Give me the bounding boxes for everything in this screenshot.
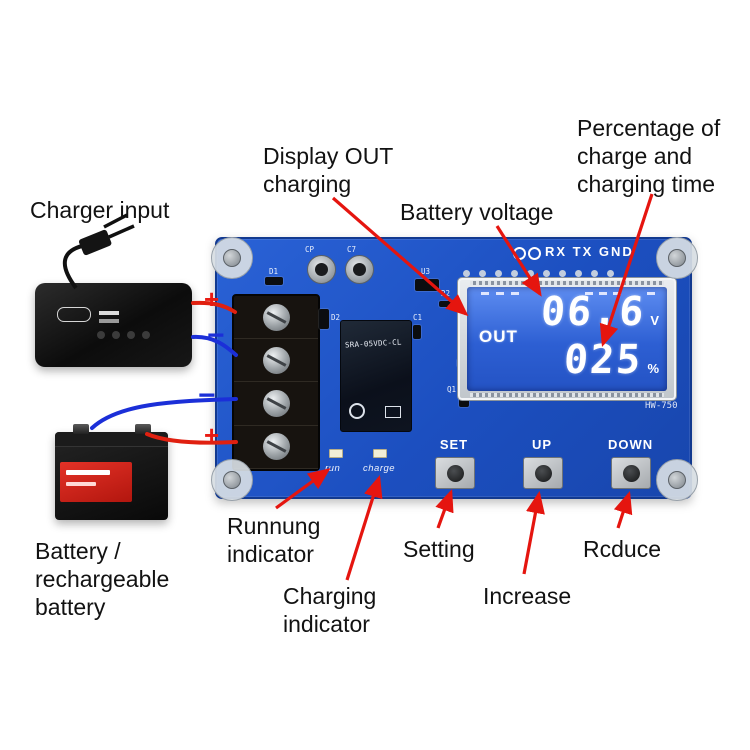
label-increase: Increase — [483, 583, 572, 609]
up-button — [523, 457, 563, 489]
lcd-out-indicator: OUT — [479, 327, 518, 346]
label-reduce: Rcduce — [583, 536, 661, 562]
label-running-indicator: Runnung indicator — [227, 513, 321, 568]
pcb-board: RX TX GND SRA-05VDC-CL D1 CP C7 U3 D2 C1… — [211, 237, 698, 501]
polarity-in-minus: − — [207, 319, 225, 352]
transistor-q1 — [459, 395, 469, 407]
screw-terminal-block — [232, 294, 320, 471]
board-model-silk: HW-750 — [645, 401, 678, 411]
silk-charge-label: charge — [363, 463, 396, 474]
label-percentage: Percentage of charge and charging time — [577, 115, 721, 198]
label-charger-input: Charger input — [30, 197, 170, 223]
lcd-voltage-value: 06.6 — [539, 289, 647, 335]
lcd-voltage-row: 06.6 V — [539, 289, 659, 335]
terminal-in-minus — [234, 339, 318, 383]
header-circle-icon — [513, 247, 526, 260]
lcd-voltage-unit: V — [650, 313, 659, 328]
lcd-status-icons — [481, 292, 489, 295]
ic-u3 — [415, 279, 439, 291]
polarity-out-plus: + — [204, 420, 220, 450]
label-battery: Battery / rechargeable battery — [35, 538, 170, 621]
silk-ref: C1 — [413, 313, 423, 322]
terminal-screw — [262, 389, 290, 417]
charger-adapter — [35, 283, 192, 367]
standoff-bottom-left — [211, 459, 253, 501]
silk-ref: Q1 — [447, 385, 457, 394]
down-button-silk: DOWN — [608, 437, 654, 452]
terminal-screw — [262, 433, 290, 461]
battery — [55, 424, 168, 520]
terminal-out-minus — [234, 382, 318, 426]
arrow-increase — [522, 490, 545, 575]
arrow-reduce — [613, 490, 633, 529]
set-button-silk: SET — [439, 437, 469, 452]
silk-ref: D1 — [269, 267, 279, 276]
label-battery-voltage: Battery voltage — [400, 199, 554, 225]
silk-ref: D2 — [331, 313, 341, 322]
terminal-in-plus — [234, 296, 318, 340]
lcd-percent-value: 025 — [562, 337, 645, 383]
electrolytic-capacitor — [345, 255, 374, 284]
silk-ref: R2 — [441, 289, 451, 298]
running-led — [329, 449, 343, 458]
header-silk-text: RX TX GND — [545, 244, 634, 259]
battery-sticker — [60, 462, 132, 502]
polarity-out-minus: − — [198, 379, 216, 412]
plug-prong — [108, 224, 135, 239]
smd-component — [439, 301, 451, 307]
silk-ref: CP — [305, 245, 315, 254]
power-plug — [79, 229, 112, 256]
standoff-bottom-right — [656, 459, 698, 501]
charger-vents — [97, 331, 105, 339]
solder-pad-row — [463, 270, 470, 277]
standoff-top-right — [656, 237, 698, 279]
terminal-screw — [262, 346, 290, 374]
label-charging-indicator: Charging indicator — [283, 583, 377, 638]
charging-led — [373, 449, 387, 458]
lcd-screen: OUT 06.6 V 025 % — [467, 287, 667, 391]
lcd-connector-strip — [470, 281, 664, 285]
polarity-in-plus: + — [204, 284, 220, 314]
diode-d2 — [319, 309, 329, 329]
battery-top — [55, 432, 168, 447]
set-button — [435, 457, 475, 489]
charger-logo — [57, 307, 91, 322]
silk-ref: U3 — [421, 267, 431, 276]
electrolytic-capacitor — [307, 255, 336, 284]
charger-markings — [99, 311, 119, 315]
label-setting: Setting — [403, 536, 475, 562]
relay-part-number: SRA-05VDC-CL — [344, 337, 402, 350]
relay: SRA-05VDC-CL — [340, 320, 412, 432]
up-button-silk: UP — [531, 437, 553, 452]
terminal-screw — [262, 303, 290, 331]
battery-post-negative — [73, 424, 89, 434]
terminal-out-plus — [234, 426, 318, 469]
standoff-top-left — [211, 237, 253, 279]
lcd-percent-unit: % — [647, 361, 659, 376]
lcd-percent-row: 025 % — [562, 337, 659, 383]
smd-component — [413, 325, 421, 339]
silk-run-label: run — [325, 463, 341, 474]
down-button — [611, 457, 651, 489]
battery-post-positive — [135, 424, 151, 434]
label-display-out: Display OUT charging — [263, 143, 394, 198]
lcd-connector-strip — [470, 393, 664, 397]
power-cord — [62, 243, 87, 290]
lcd-module: OUT 06.6 V 025 % — [457, 277, 677, 401]
diode-d1 — [265, 277, 283, 285]
silk-ref: C7 — [347, 245, 357, 254]
header-circle-icon — [528, 247, 541, 260]
